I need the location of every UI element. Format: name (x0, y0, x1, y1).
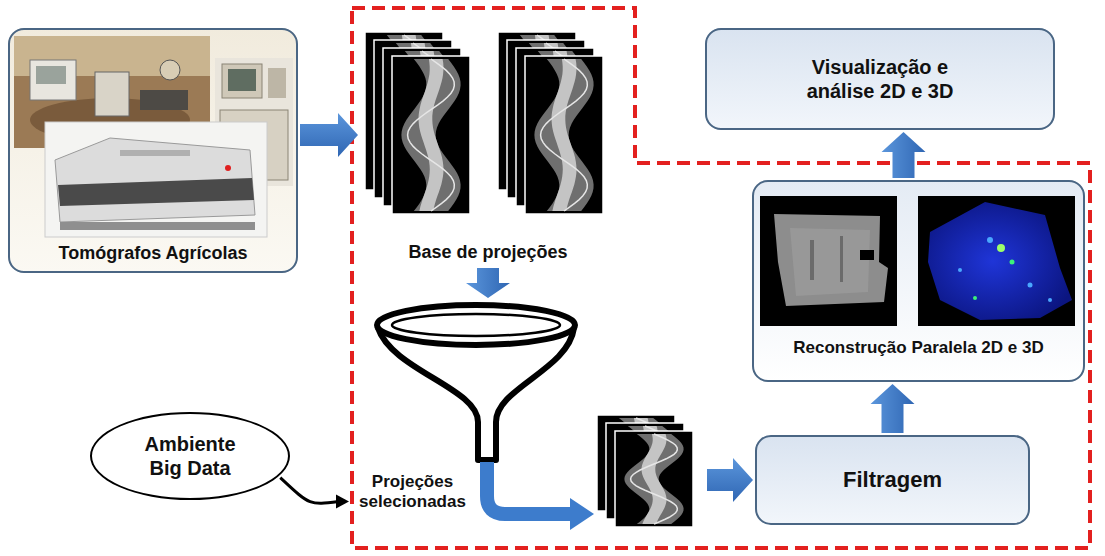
slice-2d-image-part (774, 214, 888, 306)
sinogram-part (642, 434, 667, 524)
sinogram-part (534, 59, 593, 211)
slice-2d-image-part (840, 236, 843, 282)
box-fill (705, 28, 1055, 130)
sinogram (525, 56, 603, 214)
funnel-part (377, 305, 575, 345)
flow-connector (882, 132, 926, 178)
sinogram-part (541, 59, 588, 211)
slice-2d-image-part (810, 240, 814, 280)
volume-3d-image-part (928, 202, 1072, 320)
flow-connector-part (871, 384, 915, 433)
slice-2d-image-part (790, 228, 870, 296)
sinogram-part (392, 56, 470, 214)
funnel (377, 305, 575, 460)
sinogram-part (401, 59, 460, 211)
flow-connector (280, 478, 349, 509)
flow-connector-part (300, 113, 358, 157)
volume-3d-image-part (973, 296, 977, 300)
reconstruction-box: Reconstrução Paralela 2D e 3D (752, 180, 1085, 382)
slice-2d-image-part (860, 250, 874, 260)
volume-3d-image-part (997, 244, 1005, 252)
volume-3d-image-part (1028, 283, 1033, 288)
big-data-ellipse: Ambiente Big Data (90, 412, 290, 500)
sinogram-part (624, 434, 683, 524)
sinogram-part (408, 59, 455, 211)
slice-2d-image (760, 196, 897, 326)
flow-connector (466, 268, 510, 298)
node-label: Projeções selecionadas (355, 472, 470, 513)
photo-micro-tomograph-part (58, 178, 254, 206)
box-fill (752, 180, 1085, 382)
node-label: Reconstrução Paralela 2D e 3D (793, 338, 1043, 358)
photo-micro-tomograph-part (45, 122, 267, 237)
sinogram (615, 431, 693, 527)
projection-base: Base de projeções (360, 28, 616, 266)
photo-micro-tomograph-part (120, 150, 190, 156)
sinogram (392, 56, 470, 214)
photo-field-tomograph-part (160, 60, 180, 80)
node-label: Tomógrafos Agrícolas (58, 243, 247, 265)
node-label: Filtragem (843, 467, 942, 493)
flow-connector-part (707, 458, 753, 502)
sinogram-part (552, 59, 577, 211)
photo-lab-tomograph-part (222, 64, 262, 98)
process-box: Filtragem (755, 435, 1030, 525)
output-box: Visualização e análise 2D e 3D (705, 28, 1055, 130)
sinogram-part (525, 56, 603, 214)
volume-3d-image (918, 196, 1075, 326)
sinogram-part (631, 434, 678, 524)
flow-connector-part (336, 494, 349, 508)
photo-micro-tomograph-part (60, 222, 255, 230)
box-fill (8, 28, 298, 273)
box-fill (755, 435, 1030, 525)
photo-lab-tomograph-part (268, 68, 286, 98)
sinogram-part (615, 431, 693, 527)
slice-2d-image-part (760, 196, 897, 326)
dashed-region (352, 8, 1090, 548)
volume-3d-image-part (1048, 298, 1052, 302)
volume-3d-image-part (1010, 260, 1015, 265)
flow-connector-part (280, 478, 340, 504)
photo-micro-tomograph-part (55, 138, 255, 222)
sinogram-part (419, 59, 444, 211)
photo-field-tomograph-part (36, 66, 66, 84)
photo-field-tomograph-part (140, 90, 188, 110)
flow-connector (871, 384, 915, 433)
flow-connector (300, 113, 358, 157)
funnel-part (392, 314, 560, 336)
photo-lab-tomograph-part (228, 69, 256, 91)
photo-micro-tomograph-part (225, 165, 231, 171)
flow-arrow (487, 462, 594, 530)
node-label: Visualização e análise 2D e 3D (790, 55, 970, 103)
projection-filter: Projeções selecionadas (355, 300, 705, 532)
volume-3d-image-part (958, 268, 962, 272)
volume-3d-image-part (987, 237, 993, 243)
volume-3d-image-part (918, 196, 1075, 326)
photo-micro-tomograph (45, 122, 267, 237)
flow-connector (707, 458, 753, 502)
flow-connector-part (882, 132, 926, 178)
source-box: Tomógrafos Agrícolas (8, 28, 298, 273)
photo-field-tomograph-part (95, 72, 129, 116)
node-label: Ambiente Big Data (130, 432, 250, 480)
flow-arrow-part (487, 462, 572, 514)
node-label: Base de projeções (408, 242, 567, 264)
flow-connector-part (466, 268, 510, 298)
sinogram-stacks (365, 32, 693, 527)
flow-arrow-part (570, 498, 594, 530)
photo-field-tomograph-part (30, 60, 76, 100)
